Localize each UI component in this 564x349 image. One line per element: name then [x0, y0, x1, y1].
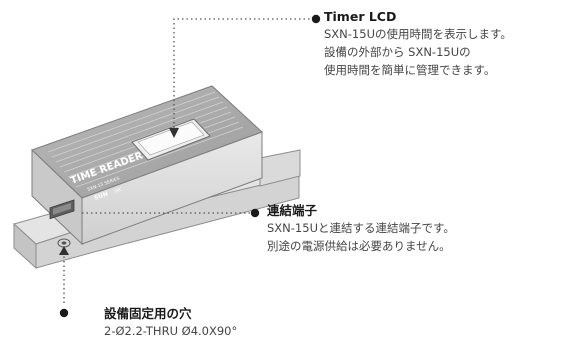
callout-line: 使用時間を簡単に管理できます。	[324, 63, 496, 77]
leader-hole	[59, 246, 69, 318]
callout-timer-lcd: Timer LCD SXN-15Uの使用時間を表示します。 設備の外部から SX…	[324, 9, 512, 79]
callout-line: SXN-15Uの使用時間を表示します。	[324, 27, 512, 41]
callout-title: Timer LCD	[324, 9, 397, 24]
callout-line: 設備の外部から SXN-15Uの	[324, 45, 471, 59]
mount-hole	[57, 238, 71, 248]
leader-connector	[82, 208, 260, 218]
callout-title: 連結端子	[267, 203, 318, 218]
callout-line: SXN-15Uと連結する連結端子です。	[267, 221, 455, 235]
lcd-callout-dot-icon	[311, 14, 321, 24]
device-brand: SUN	[93, 190, 109, 201]
hole-arrow-icon	[59, 246, 69, 255]
callout-connector: 連結端子 SXN-15Uと連結する連結端子です。 別途の電源供給は必要ありません…	[267, 203, 455, 255]
connector-terminal	[49, 199, 75, 220]
device-body	[31, 85, 263, 246]
callout-line: 別途の電源供給は必要ありません。	[267, 239, 451, 253]
device-brand-tail: INC	[114, 187, 123, 195]
connector-callout-dot-icon	[250, 208, 260, 218]
callout-mount-hole: 設備固定用の穴 2-Ø2.2-THRU Ø4.0X90°	[104, 306, 237, 340]
callout-title: 設備固定用の穴	[104, 306, 192, 321]
hole-callout-dot-icon	[59, 308, 69, 318]
callout-line: 2-Ø2.2-THRU Ø4.0X90°	[104, 324, 238, 338]
timer-lcd-window	[131, 118, 211, 161]
leader-lcd	[169, 14, 321, 138]
lcd-arrow-icon	[169, 128, 179, 138]
